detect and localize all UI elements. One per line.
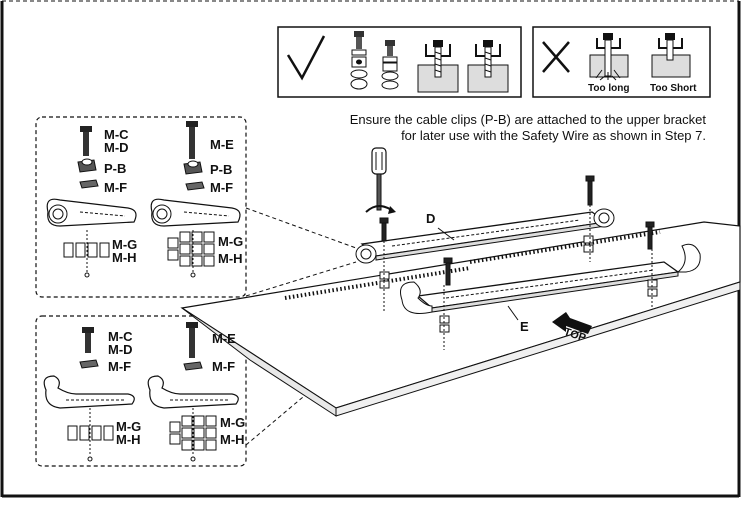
screw-hardware <box>379 175 655 286</box>
part-label: M-H <box>112 250 137 265</box>
alignment-lines <box>383 205 653 350</box>
part-label: M-D <box>108 342 133 357</box>
check-mark-icon <box>286 35 326 81</box>
part-label: M-F <box>104 180 128 195</box>
part-label: M-H <box>116 432 141 447</box>
part-label: M-F <box>108 359 132 374</box>
too-short-caption: Too Short <box>650 83 697 94</box>
part-label: P-B <box>210 162 233 177</box>
screwdriver-icon <box>365 147 396 214</box>
part-label: M-C <box>104 127 129 142</box>
part-label: M-F <box>210 180 234 195</box>
assembly-note-line2: for later use with the Safety Wire as sh… <box>401 128 706 143</box>
part-label: M-F <box>212 359 236 374</box>
part-label: M-G <box>218 234 244 249</box>
hardware-stack-icon <box>350 31 368 90</box>
part-label: M-E <box>210 137 234 152</box>
part-label: M-G <box>116 419 142 434</box>
part-label: M-C <box>108 329 133 344</box>
tv-back-panel <box>180 221 741 417</box>
lower-right-hardware <box>147 322 239 462</box>
assembly-note-line1: Ensure the cable clips (P-B) are attache… <box>349 112 706 127</box>
correct-screw-depth-icon <box>467 40 509 93</box>
hardware-stack-icon <box>381 40 399 90</box>
too-long-caption: Too long <box>588 83 630 94</box>
top-direction-arrow-icon <box>552 312 592 334</box>
upper-left-hardware <box>46 126 137 278</box>
part-label: P-B <box>104 161 127 176</box>
part-label: M-G <box>220 415 246 430</box>
incorrect-example-box <box>532 26 711 98</box>
correct-example-box <box>277 26 522 98</box>
callout-leader-lines <box>245 207 405 446</box>
part-label: M-G <box>112 237 138 252</box>
part-label: M-H <box>220 432 245 447</box>
bracket-label-e: E <box>520 319 529 334</box>
part-label: M-H <box>218 251 243 266</box>
lower-left-hardware <box>43 327 135 462</box>
detail-box-upper <box>35 116 247 298</box>
part-label: M-E <box>212 331 236 346</box>
upper-right-hardware <box>150 121 241 278</box>
bracket-e <box>400 243 701 321</box>
bracket-d <box>355 208 615 264</box>
screw-too-short-icon <box>651 33 691 78</box>
correct-screw-depth-icon <box>417 40 459 93</box>
bracket-label-d: D <box>426 211 436 226</box>
detail-box-lower <box>35 315 247 467</box>
x-mark-icon <box>542 41 570 73</box>
assembly-note: Ensure the cable clips (P-B) are attache… <box>282 112 706 144</box>
part-label: M-D <box>104 140 129 155</box>
screw-too-long-icon <box>589 33 629 81</box>
